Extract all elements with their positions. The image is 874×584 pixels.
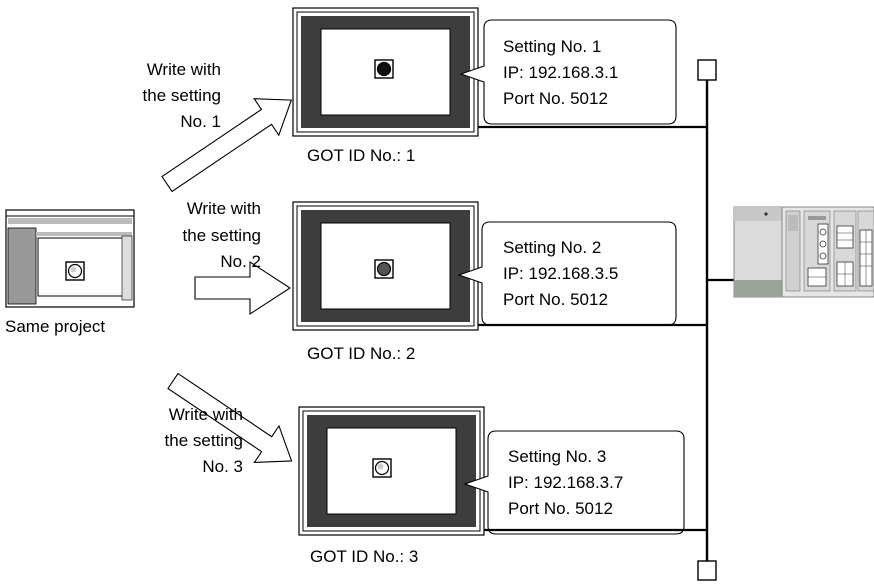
got-id-3: GOT ID No.: 3 (310, 547, 418, 566)
write-label-1-line-3: No. 1 (180, 112, 221, 131)
ethernet-bus (478, 59, 734, 581)
project-caption: Same project (5, 317, 105, 336)
write-label-3-line-3: No. 3 (202, 457, 243, 476)
setting-2-port: Port No. 5012 (503, 290, 608, 309)
setting-1-ip: IP: 192.168.3.1 (503, 63, 618, 82)
setting-3-port: Port No. 5012 (508, 499, 613, 518)
setting-1-title: Setting No. 1 (503, 37, 601, 56)
plc-unit (733, 206, 874, 298)
write-label-2-line-3: No. 2 (220, 252, 261, 271)
setting-callout-3 (463, 430, 685, 535)
got-device-3 (298, 406, 485, 536)
screen-button-1 (376, 61, 392, 77)
got-device-2 (292, 201, 479, 331)
setting-3-title: Setting No. 3 (508, 447, 606, 466)
got-id-2: GOT ID No.: 2 (307, 344, 415, 363)
terminator-top (697, 59, 717, 81)
write-label-1-line-2: the setting (143, 86, 221, 105)
setting-3-ip: IP: 192.168.3.7 (508, 473, 623, 492)
write-label-3-line-1: Write with (169, 405, 243, 424)
setting-callout-1 (459, 19, 677, 125)
write-label-2-line-2: the setting (183, 226, 261, 245)
write-label-1-line-1: Write with (147, 60, 221, 79)
write-arrow-2 (194, 260, 292, 316)
write-label-2-line-1: Write with (187, 199, 261, 218)
project-window-icon (5, 209, 135, 308)
got-device-1 (292, 7, 479, 137)
write-arrow-3 (167, 372, 293, 464)
setting-1-port: Port No. 5012 (503, 89, 608, 108)
write-label-3-line-2: the setting (165, 431, 243, 450)
write-arrow-1 (161, 98, 293, 193)
screen-button-2 (376, 261, 392, 277)
terminator-bottom (697, 560, 717, 581)
setting-2-title: Setting No. 2 (503, 238, 601, 257)
setting-2-ip: IP: 192.168.3.5 (503, 264, 618, 283)
got-id-1: GOT ID No.: 1 (307, 146, 415, 165)
